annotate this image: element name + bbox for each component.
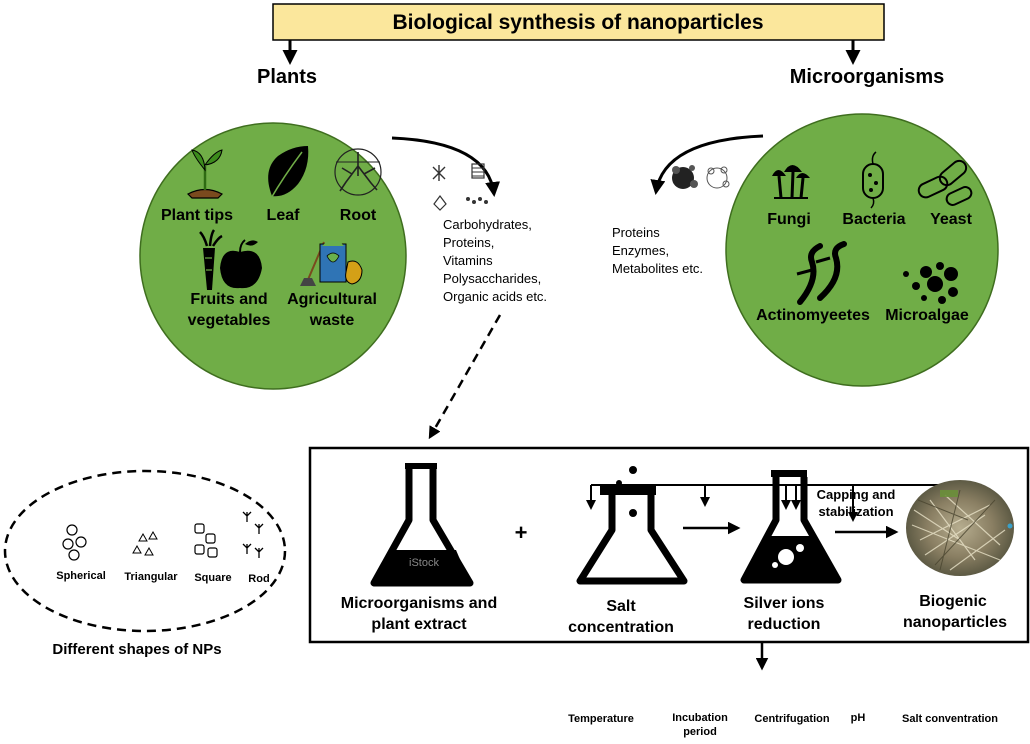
leaf-label: Leaf [267, 207, 301, 224]
plants-heading: Plants [257, 66, 317, 88]
plant-tips-label: Plant tips [161, 207, 233, 224]
factor-salt: Salt conventration [902, 713, 998, 725]
factor-incubation-line1: Incubation [672, 712, 728, 724]
bio-label-line1: Biogenic [919, 593, 987, 610]
arrow-plants-to-compounds [391, 136, 501, 197]
factor-incubation-line2: period [683, 726, 717, 738]
yeast-icon [917, 159, 973, 206]
fungi-icon [772, 165, 810, 199]
factor-centrifugation: Centrifugation [754, 713, 829, 725]
silver-label-line2: reduction [748, 616, 821, 633]
triangular-shape-icon [132, 530, 158, 556]
microalgae-label: Microalgae [885, 307, 969, 324]
actinomycetes-icon [796, 241, 847, 305]
bio-label-line2: nanoparticles [903, 614, 1007, 631]
leaf-icon [268, 146, 309, 201]
np-shapes-caption: Different shapes of NPs [52, 641, 221, 658]
microorganisms-circle [725, 113, 999, 387]
extract-label-line1: Microorganisms and [341, 595, 497, 612]
triangular-label: Triangular [124, 571, 178, 583]
microorganisms-heading: Microorganisms [790, 66, 944, 88]
flask-watermark: iStock [409, 557, 439, 569]
microbial-compound-1: Enzymes, [612, 243, 669, 258]
bacteria-icon [862, 151, 884, 209]
compound-molecules-icon [432, 163, 488, 211]
microalgae-icon [903, 262, 958, 304]
factor-ph: pH [851, 712, 866, 724]
square-shape-icon [194, 523, 218, 558]
biogenic-nanoparticles-image [906, 480, 1014, 576]
fruits-label-line2: vegetables [188, 312, 271, 329]
spherical-shape-icon [62, 524, 87, 561]
extract-flask-icon [370, 463, 474, 587]
process-box [308, 446, 1030, 644]
fruits-label-line1: Fruits and [190, 291, 267, 308]
factor-temperature: Temperature [568, 713, 634, 725]
silver-flask-icon [740, 470, 842, 584]
microbial-molecules-icon [672, 165, 730, 189]
extract-label-line2: plant extract [371, 616, 467, 633]
capping-label-line1: Capping and [817, 487, 896, 502]
agri-label-line1: Agricultural [287, 291, 377, 308]
silver-label-line1: Silver ions [744, 595, 825, 612]
salt-label-line1: Salt [606, 598, 636, 615]
rod-label: Rod [248, 573, 269, 585]
plant-tips-icon [187, 149, 223, 199]
square-label: Square [194, 572, 231, 584]
plant-compound-4: Organic acids etc. [443, 289, 547, 304]
arrow-microorganisms-to-compounds [650, 134, 764, 195]
plant-compound-2: Vitamins [443, 253, 493, 268]
np-shapes-ellipse [3, 469, 287, 633]
plant-compound-0: Carbohydrates, [443, 217, 532, 232]
rod-shape-icon [242, 511, 264, 558]
microbial-compound-2: Metabolites etc. [612, 261, 703, 276]
bacteria-label: Bacteria [842, 211, 905, 228]
actinomycetes-label: Actinomyeetes [756, 307, 870, 324]
agricultural-waste-icon [300, 240, 363, 286]
yeast-label: Yeast [930, 211, 972, 228]
root-icon [334, 148, 382, 196]
spherical-label: Spherical [56, 570, 106, 582]
dashed-arrow-to-process [428, 314, 502, 440]
fungi-label: Fungi [767, 211, 811, 228]
salt-label-line2: concentration [568, 619, 674, 636]
fruits-vegetables-icon [199, 229, 262, 290]
title-box [272, 3, 885, 41]
plant-compound-1: Proteins, [443, 235, 494, 250]
root-label: Root [340, 207, 377, 224]
plant-compound-3: Polysaccharides, [443, 271, 541, 286]
salt-flask-icon [576, 466, 688, 585]
microbial-compound-0: Proteins [612, 225, 660, 240]
agri-label-line2: waste [309, 312, 355, 329]
plus-sign: + [515, 520, 528, 545]
title-text: Biological synthesis of nanoparticles [392, 11, 763, 34]
capping-label-line2: stabilization [818, 504, 893, 519]
